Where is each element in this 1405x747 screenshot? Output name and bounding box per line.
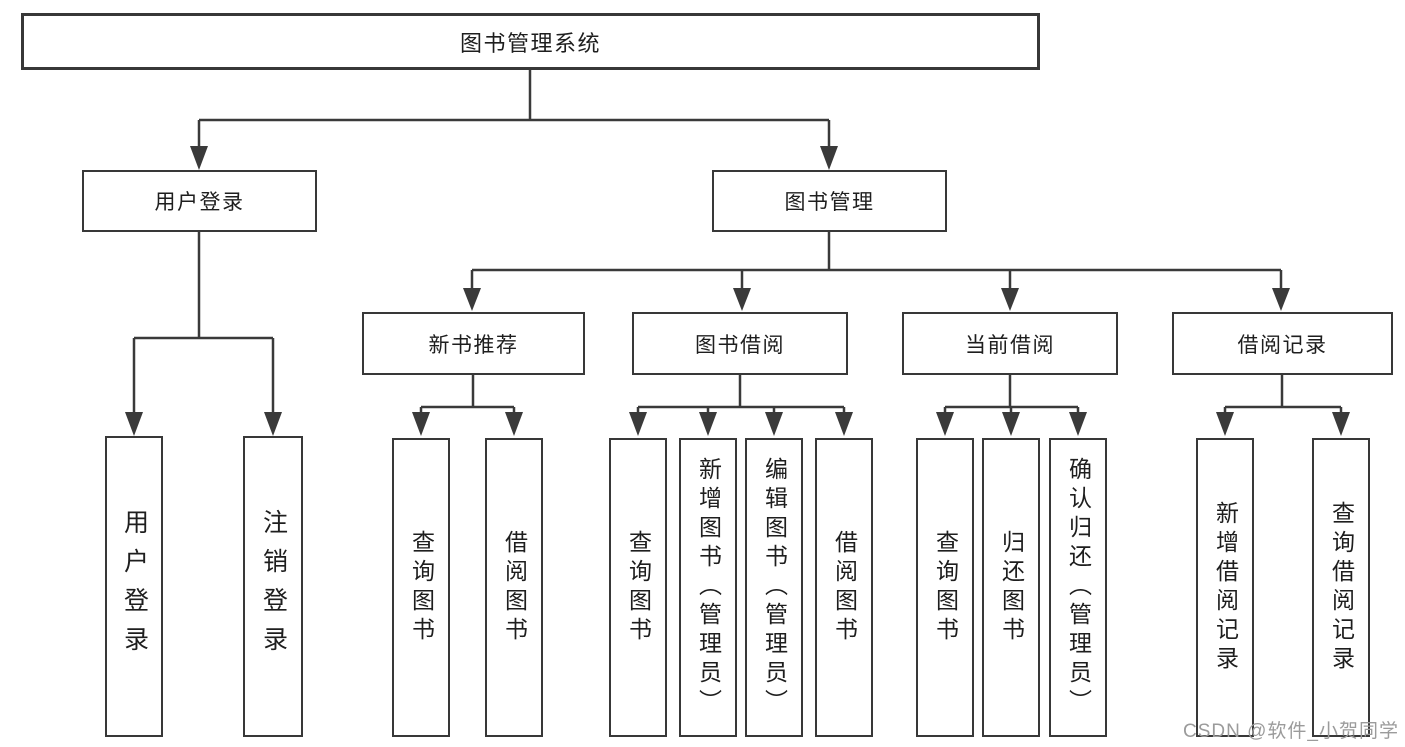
leaf-records-add-record: 新增借阅记录	[1196, 438, 1254, 737]
leaf-newbooks-borrow-books: 借阅图书	[485, 438, 543, 737]
leaf-current-query-books: 查询图书	[916, 438, 974, 737]
leaf-borrow-query-books: 查询图书	[609, 438, 667, 737]
leaf-borrow-add-books-admin: 新增图书（管理员）	[679, 438, 737, 737]
node-root: 图书管理系统	[21, 13, 1040, 70]
node-book-management: 图书管理	[712, 170, 947, 232]
leaf-newbooks-query-books: 查询图书	[392, 438, 450, 737]
node-book-borrowing: 图书借阅	[632, 312, 848, 375]
leaf-user-login: 用户登录	[105, 436, 163, 737]
arrowheads	[125, 146, 1350, 436]
watermark: CSDN @软件_小贺同学	[1183, 721, 1399, 742]
leaf-records-query-record: 查询借阅记录	[1312, 438, 1370, 737]
leaf-current-return-books: 归还图书	[982, 438, 1040, 737]
node-new-book-recommend: 新书推荐	[362, 312, 585, 375]
node-borrowing-records: 借阅记录	[1172, 312, 1393, 375]
node-user-login: 用户登录	[82, 170, 317, 232]
leaf-logout: 注销登录	[243, 436, 303, 737]
leaf-borrow-edit-books-admin: 编辑图书（管理员）	[745, 438, 803, 737]
leaf-borrow-borrow-books: 借阅图书	[815, 438, 873, 737]
leaf-current-confirm-return-admin: 确认归还（管理员）	[1049, 438, 1107, 737]
node-current-borrowing: 当前借阅	[902, 312, 1118, 375]
